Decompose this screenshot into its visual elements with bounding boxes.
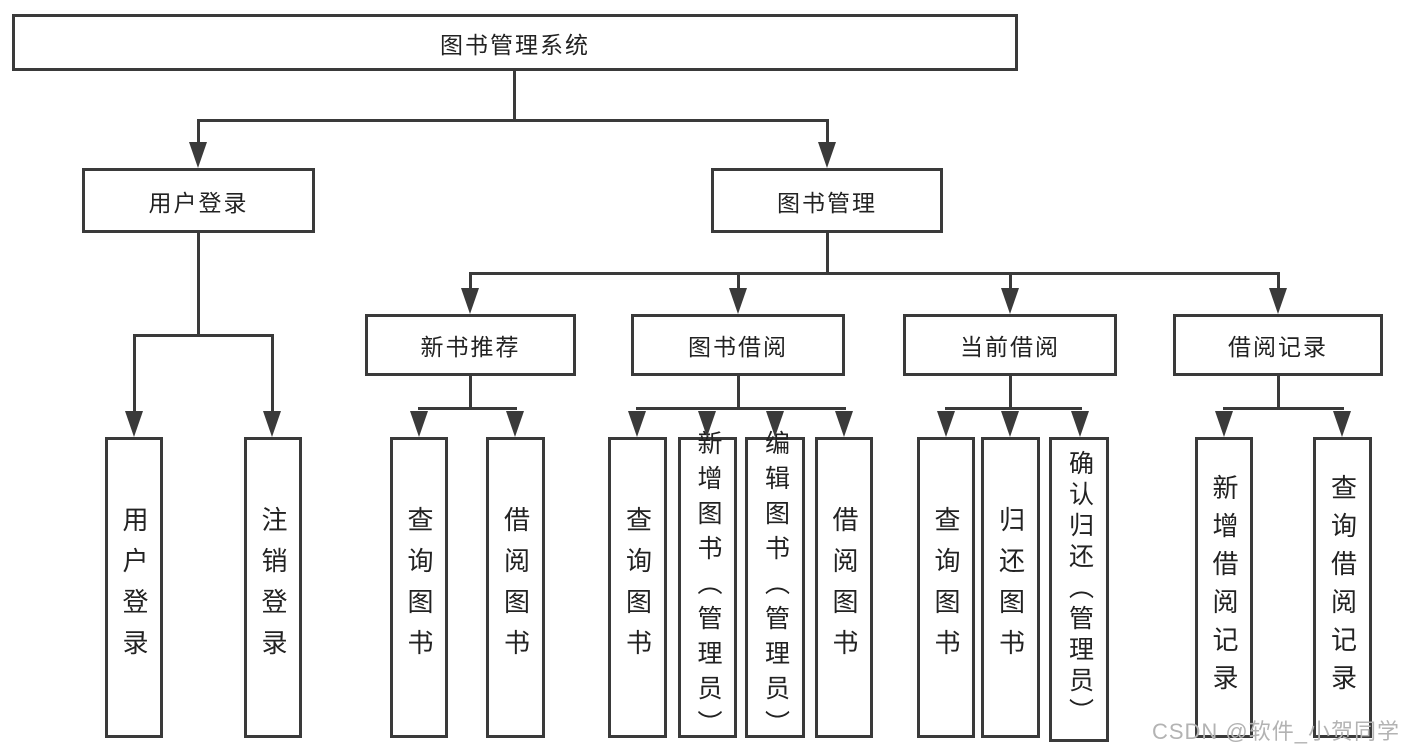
- node-book-management-label: 图书管理: [777, 189, 877, 216]
- connector-line: [197, 119, 200, 147]
- node-book-borrowing: 图书借阅: [631, 314, 845, 376]
- connector-line: [513, 71, 516, 121]
- connector-arrowhead: [628, 411, 646, 437]
- node-book-management: 图书管理: [711, 168, 943, 233]
- connector-line: [826, 119, 829, 147]
- node-root-label: 图书管理系统: [440, 31, 590, 58]
- connector-line: [1009, 272, 1012, 290]
- node-borrow-records: 借阅记录: [1173, 314, 1383, 376]
- connector-arrowhead: [698, 411, 716, 437]
- connector-line: [271, 334, 274, 414]
- connector-line: [133, 334, 274, 337]
- node-current-borrowing: 当前借阅: [903, 314, 1117, 376]
- connector-arrowhead: [1001, 288, 1019, 314]
- leaf-edit-books-admin: 编辑图书（管理员）: [745, 430, 805, 745]
- leaf-query-books-1: 查询图书: [390, 437, 448, 738]
- connector-line: [1223, 407, 1344, 410]
- leaf-query-borrow-record-label: 查询借阅记录: [1327, 473, 1358, 702]
- node-root: 图书管理系统: [12, 14, 1018, 71]
- leaf-logout: 注销登录: [244, 437, 302, 738]
- connector-arrowhead: [1333, 411, 1351, 437]
- connector-arrowhead: [1215, 411, 1233, 437]
- connector-arrowhead: [410, 411, 428, 437]
- leaf-confirm-return-admin-label: 确认归还（管理员）: [1065, 450, 1094, 729]
- node-new-book-recommend: 新书推荐: [365, 314, 576, 376]
- connector-arrowhead: [766, 411, 784, 437]
- connector-arrowhead: [189, 142, 207, 168]
- node-book-borrowing-label: 图书借阅: [688, 334, 788, 360]
- connector-line: [737, 376, 740, 409]
- connector-arrowhead: [125, 411, 143, 437]
- connector-line: [133, 334, 136, 414]
- leaf-user-login: 用户登录: [105, 437, 163, 738]
- leaf-add-borrow-record-label: 新增借阅记录: [1209, 473, 1239, 702]
- connector-arrowhead: [1269, 288, 1287, 314]
- leaf-query-books-1-label: 查询图书: [404, 505, 434, 670]
- node-user-login: 用户登录: [82, 168, 315, 233]
- connector-line: [469, 272, 1280, 275]
- connector-arrowhead: [937, 411, 955, 437]
- connector-arrowhead: [1001, 411, 1019, 437]
- leaf-logout-label: 注销登录: [258, 505, 288, 670]
- connector-line: [197, 233, 200, 337]
- node-user-login-label: 用户登录: [148, 189, 249, 216]
- leaf-edit-books-admin-label: 编辑图书（管理员）: [761, 430, 790, 745]
- connector-line: [418, 407, 517, 410]
- leaf-query-books-3-label: 查询图书: [931, 505, 961, 670]
- connector-arrowhead: [1071, 411, 1089, 437]
- leaf-borrow-books-2: 借阅图书: [815, 437, 873, 738]
- leaf-borrow-books-2-label: 借阅图书: [829, 505, 859, 670]
- connector-line: [826, 233, 829, 275]
- leaf-borrow-books-1: 借阅图书: [486, 437, 545, 738]
- node-new-book-recommend-label: 新书推荐: [420, 334, 521, 360]
- leaf-add-books-admin-label: 新增图书（管理员）: [694, 430, 722, 745]
- connector-line: [636, 407, 846, 410]
- connector-line: [197, 119, 829, 122]
- leaf-add-borrow-record: 新增借阅记录: [1195, 437, 1253, 738]
- connector-line: [1277, 272, 1280, 290]
- watermark-text: CSDN @软件_小贺同学: [1151, 719, 1400, 744]
- leaf-query-books-2-label: 查询图书: [622, 505, 653, 670]
- leaf-borrow-books-1-label: 借阅图书: [500, 505, 531, 670]
- connector-line: [945, 407, 1082, 410]
- leaf-query-books-3: 查询图书: [917, 437, 975, 738]
- connector-arrowhead: [818, 142, 836, 168]
- node-borrow-records-label: 借阅记录: [1228, 334, 1328, 360]
- connector-arrowhead: [729, 288, 747, 314]
- node-current-borrowing-label: 当前借阅: [960, 334, 1060, 360]
- connector-arrowhead: [835, 411, 853, 437]
- leaf-add-books-admin: 新增图书（管理员）: [678, 430, 737, 745]
- connector-line: [1009, 376, 1012, 409]
- leaf-user-login-label: 用户登录: [119, 505, 149, 670]
- leaf-confirm-return-admin: 确认归还（管理员）: [1049, 437, 1109, 742]
- leaf-return-books: 归还图书: [981, 437, 1040, 738]
- connector-line: [469, 272, 472, 290]
- connector-line: [1277, 376, 1280, 409]
- leaf-query-books-2: 查询图书: [608, 437, 667, 738]
- connector-line: [469, 376, 472, 409]
- leaf-query-borrow-record: 查询借阅记录: [1313, 437, 1372, 738]
- connector-line: [737, 272, 740, 290]
- connector-arrowhead: [461, 288, 479, 314]
- leaf-return-books-label: 归还图书: [995, 505, 1026, 670]
- connector-arrowhead: [506, 411, 524, 437]
- connector-arrowhead: [263, 411, 281, 437]
